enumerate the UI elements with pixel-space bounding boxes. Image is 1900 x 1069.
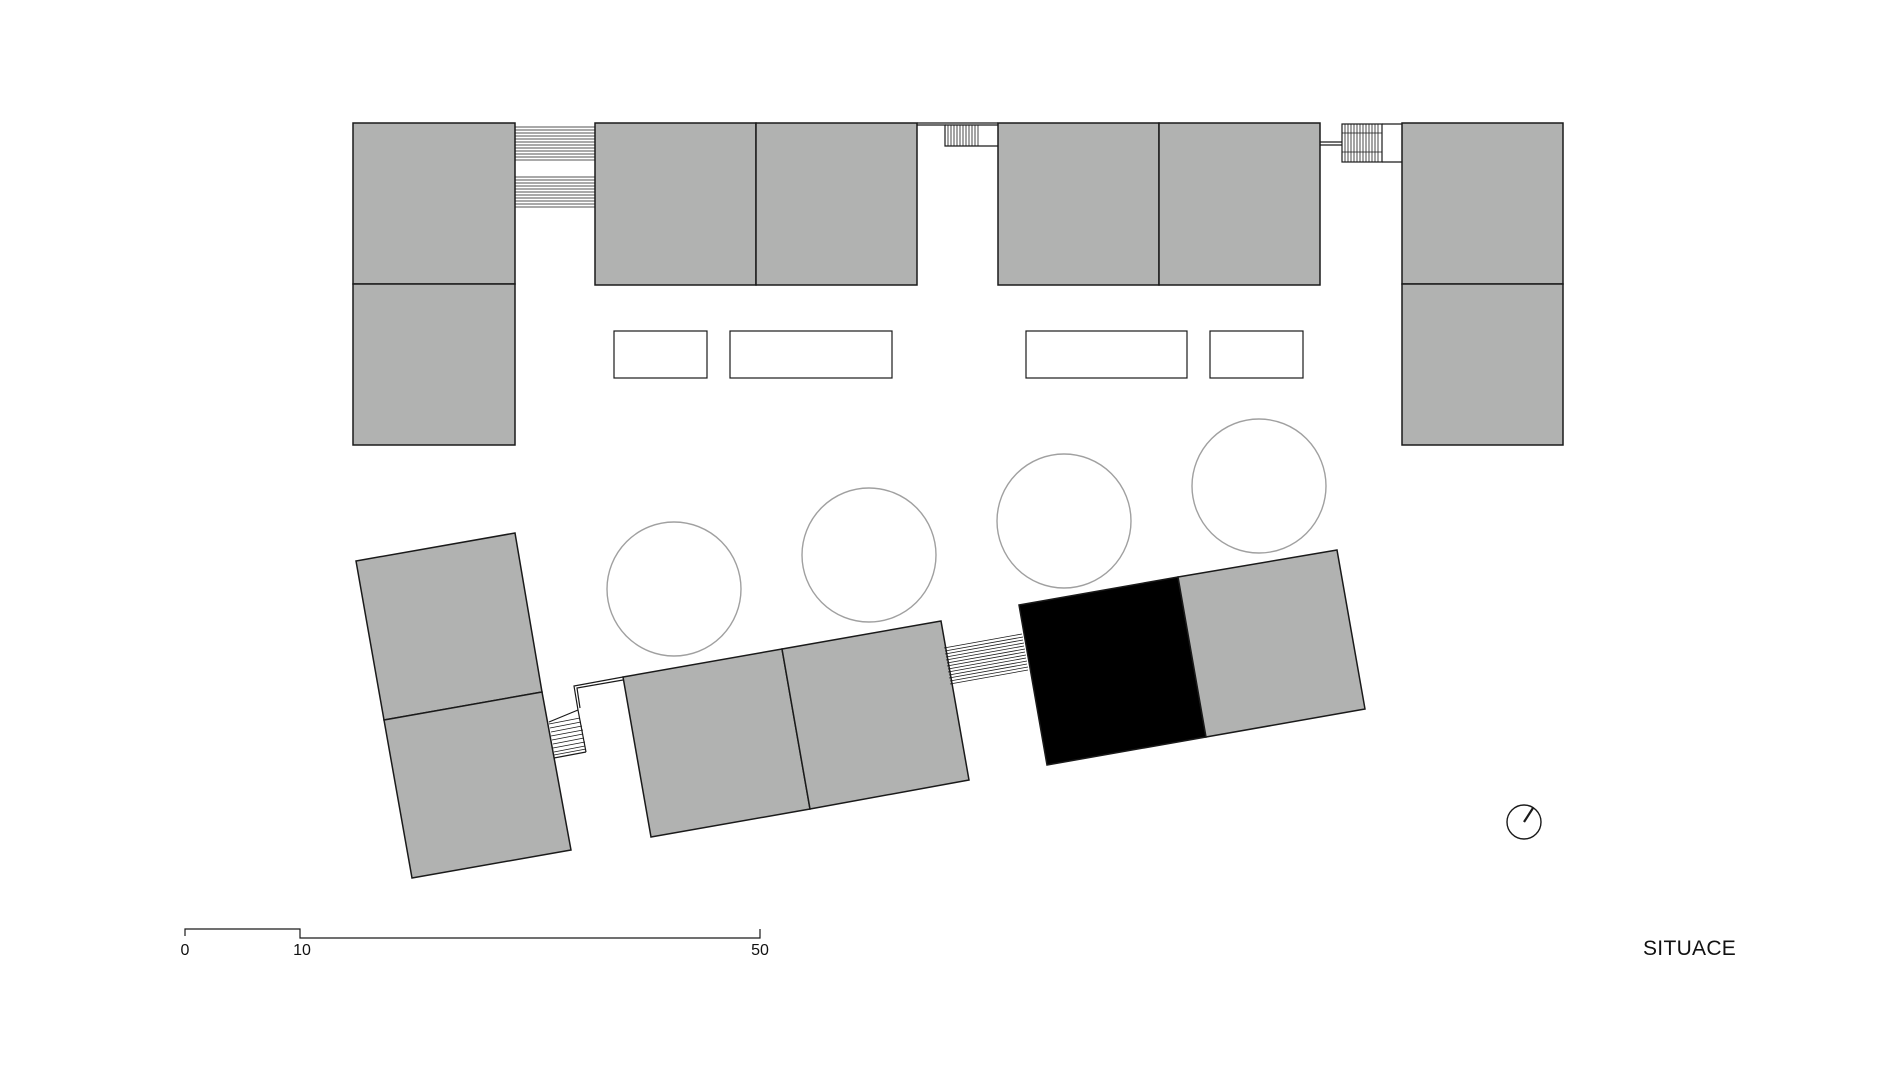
stair-hatched <box>1342 124 1382 162</box>
walkway-hatched <box>515 176 595 208</box>
building-module <box>352 122 516 285</box>
walkway-hatched <box>515 126 595 161</box>
building-module <box>1401 283 1564 446</box>
planter-outline <box>1209 330 1304 379</box>
walkway-hatched <box>943 633 1029 685</box>
building-bottom-right <box>1018 549 1366 766</box>
stair-hatched <box>947 125 979 146</box>
planter-outline <box>1025 330 1188 379</box>
building-module <box>383 691 572 879</box>
building-module <box>1401 122 1564 285</box>
building-top-inner-right <box>997 122 1321 286</box>
building-top-inner-left <box>594 122 918 286</box>
walkway-right-link <box>1320 123 1402 163</box>
building-module <box>997 122 1160 286</box>
building-module-highlighted <box>1018 576 1207 766</box>
trees <box>606 418 1327 657</box>
top-corridors <box>515 122 1402 208</box>
building-bottom-left-wing <box>355 532 572 879</box>
bottom-building-row <box>355 532 1366 879</box>
building-module <box>622 648 811 838</box>
building-module <box>355 532 543 721</box>
scale-label-10: 10 <box>293 942 311 959</box>
tree-icon <box>1191 418 1327 554</box>
stair-hatched <box>548 717 587 756</box>
scale-label-50: 50 <box>751 942 769 959</box>
building-top-right-wing <box>1401 122 1564 446</box>
building-module <box>1177 549 1366 738</box>
building-module <box>352 283 516 446</box>
tree-icon <box>801 487 937 623</box>
drawing-title: SITUACE <box>1643 937 1736 960</box>
building-module <box>1158 122 1321 286</box>
tree-icon <box>606 521 742 657</box>
courtyard-planters <box>613 330 1304 379</box>
scale-label-0: 0 <box>181 942 190 959</box>
building-module <box>755 122 918 286</box>
top-building-row <box>352 122 1564 446</box>
building-module <box>594 122 757 286</box>
bottom-corridors <box>548 633 1029 759</box>
building-module <box>781 620 970 810</box>
tree-icon <box>996 453 1132 589</box>
scale-bar: 0 10 50 <box>181 928 769 959</box>
scale-bar-line <box>184 928 761 939</box>
walkway-left-link <box>548 676 624 759</box>
building-bottom-middle <box>622 620 970 838</box>
north-arrow-icon <box>1506 804 1542 840</box>
planter-outline <box>729 330 893 379</box>
planter-outline <box>613 330 708 379</box>
walkway-center-link <box>917 122 998 147</box>
building-top-left-wing <box>352 122 516 446</box>
